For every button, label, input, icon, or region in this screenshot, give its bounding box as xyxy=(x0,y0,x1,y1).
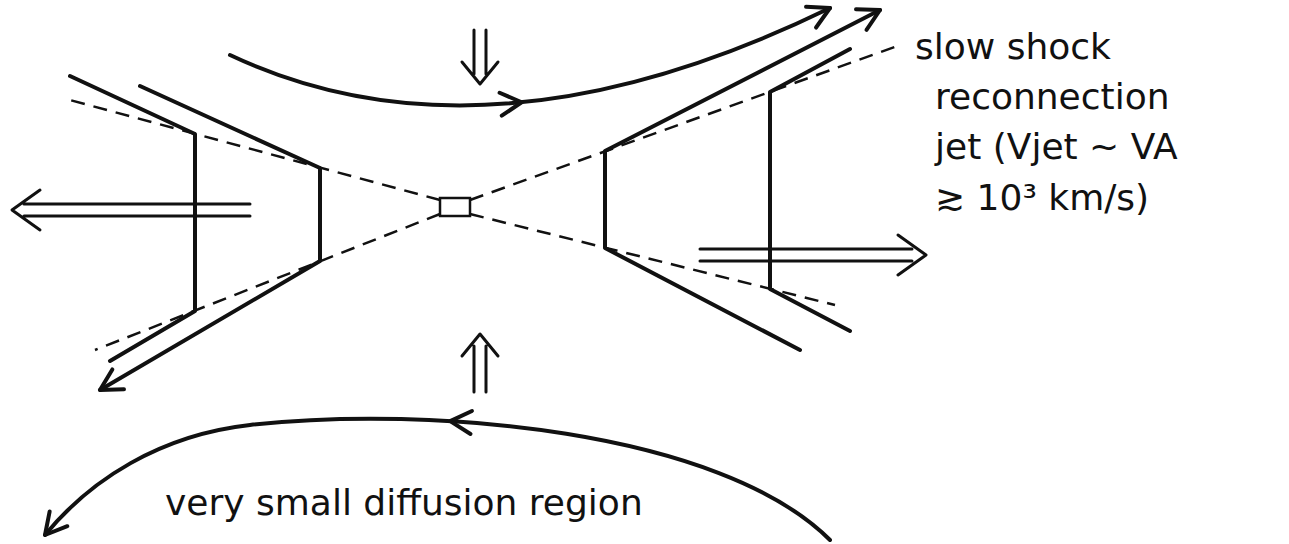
arrowheads xyxy=(45,7,880,535)
field-line xyxy=(605,10,880,350)
field-line xyxy=(770,49,850,331)
arrowhead xyxy=(450,411,472,434)
field-line xyxy=(230,8,830,105)
slow-shock-line xyxy=(95,214,440,350)
jet-label: reconnection jet (Vjet ~ VA ≳ 10³ km/s) xyxy=(935,72,1205,223)
arrowhead xyxy=(806,7,830,28)
field-line xyxy=(70,76,195,361)
diffusion-label: very small diffusion region xyxy=(165,478,643,528)
inflow-arrow xyxy=(462,334,498,392)
arrowhead xyxy=(500,93,522,116)
field-line xyxy=(100,86,320,390)
shock-label: slow shock xyxy=(915,22,1111,72)
jet-arrow xyxy=(700,235,926,275)
field-line xyxy=(45,419,830,540)
diffusion-region xyxy=(440,198,470,216)
slow-shock-line xyxy=(70,100,440,200)
arrowhead xyxy=(856,9,880,29)
jet-arrow xyxy=(12,190,250,230)
inflow-arrow xyxy=(462,30,498,84)
arrowhead xyxy=(45,511,67,535)
arrowhead xyxy=(100,369,124,390)
